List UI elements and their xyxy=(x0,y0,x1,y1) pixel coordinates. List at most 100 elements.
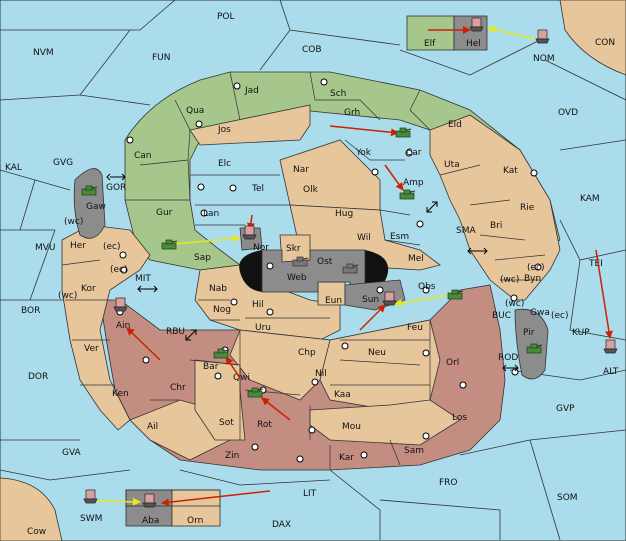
fleet-units xyxy=(83,17,618,508)
label-kat: Kat xyxy=(503,166,518,176)
label-chp: Chp xyxy=(298,348,316,358)
label-sap: Sap xyxy=(194,253,211,263)
label-eld: Eld xyxy=(448,120,462,130)
label-bar: Bar xyxy=(203,362,219,372)
label-wc3: (wc) xyxy=(58,291,77,301)
label-dax: DAX xyxy=(272,520,291,530)
label-gor: GOR xyxy=(106,183,126,193)
label-ec1: (ec) xyxy=(103,242,121,252)
label-amp: Amp xyxy=(403,178,424,188)
label-buc: BUC xyxy=(492,311,511,321)
label-kor: Kor xyxy=(81,284,96,294)
label-wil: Wil xyxy=(357,233,371,243)
label-gva: GVA xyxy=(62,448,82,458)
army-icon xyxy=(213,348,230,359)
label-can: Can xyxy=(134,151,152,161)
region-elf[interactable] xyxy=(406,15,455,51)
label-kal: KAL xyxy=(5,163,22,173)
label-nvm: NVM xyxy=(33,48,54,58)
label-nom: NOM xyxy=(533,54,555,64)
label-nor: Nor xyxy=(253,243,269,253)
label-kup: KUP xyxy=(572,328,590,338)
label-pol: POL xyxy=(217,12,235,22)
fleet-icon xyxy=(382,291,397,306)
label-ost: Ost xyxy=(317,257,333,267)
label-orl: Orl xyxy=(446,358,459,368)
label-bri: Bri xyxy=(490,221,502,231)
region-labels: POL NVM FUN COB CON NOM OVD KAM TEI KUP … xyxy=(5,12,619,537)
channel-arrows xyxy=(106,173,519,372)
label-aba: Aba xyxy=(142,516,159,526)
region-cow[interactable] xyxy=(0,477,63,541)
label-lit: LIT xyxy=(303,489,317,499)
label-tel: Tel xyxy=(251,184,264,194)
army-units xyxy=(81,127,543,398)
army-icon xyxy=(342,263,359,274)
label-hel: Hel xyxy=(466,39,481,49)
label-cob: COB xyxy=(302,45,322,55)
label-nog: Nog xyxy=(213,305,231,315)
region-gaw[interactable] xyxy=(73,168,106,239)
label-nar: Nar xyxy=(293,165,309,175)
label-mel: Mel xyxy=(408,254,424,264)
label-obs: Obs xyxy=(418,282,436,292)
label-wc2: (wc) xyxy=(500,275,519,285)
label-skr: Skr xyxy=(286,244,301,254)
label-rod: ROD xyxy=(498,353,518,363)
label-esm: Esm xyxy=(390,232,409,242)
label-kaa: Kaa xyxy=(334,390,351,400)
label-gur: Gur xyxy=(156,208,173,218)
label-her: Her xyxy=(70,241,86,251)
label-sot: Sot xyxy=(219,418,234,428)
label-orn: Orn xyxy=(187,516,203,526)
army-icon xyxy=(161,239,178,250)
region-orn[interactable] xyxy=(171,489,221,527)
label-kar: Kar xyxy=(339,453,354,463)
continent xyxy=(61,71,561,471)
label-tei: TEI xyxy=(588,259,603,269)
label-byn: Byn xyxy=(524,274,541,284)
label-cow: Cow xyxy=(27,527,46,537)
label-fro: FRO xyxy=(439,478,458,488)
label-ver: Ver xyxy=(84,344,99,354)
label-qwi: Qwi xyxy=(233,373,250,383)
label-nil: Nil xyxy=(315,369,327,379)
label-feu: Feu xyxy=(407,323,423,333)
label-wc1: (wc) xyxy=(64,217,83,227)
label-rot: Rot xyxy=(257,420,272,430)
label-dor: DOR xyxy=(28,372,48,382)
label-gaw: Gaw xyxy=(86,202,106,212)
label-mit: MIT xyxy=(135,274,151,284)
label-yok: Yok xyxy=(355,148,372,158)
label-gvg: GVG xyxy=(53,158,73,168)
label-hug: Hug xyxy=(335,209,353,219)
label-som: SOM xyxy=(557,493,578,503)
label-pir: Pir xyxy=(523,328,535,338)
label-gwa: Gwa xyxy=(530,308,550,318)
label-rie: Rie xyxy=(520,203,535,213)
fleet-icon xyxy=(469,17,484,32)
land-boundaries xyxy=(61,71,546,470)
army-icon xyxy=(247,387,264,398)
label-fun: FUN xyxy=(152,53,171,63)
label-olk: Olk xyxy=(303,185,319,195)
label-ain: Ain xyxy=(116,321,130,331)
supply-centers xyxy=(116,78,542,463)
label-lan: Lan xyxy=(203,209,219,219)
region-aba-top xyxy=(125,489,221,507)
label-uta: Uta xyxy=(444,160,460,170)
label-jad: Jad xyxy=(244,86,259,96)
label-ec3: (ec) xyxy=(110,265,128,275)
fleet-icon xyxy=(535,29,550,44)
label-gvp: GVP xyxy=(556,404,575,414)
army-icon xyxy=(399,189,416,200)
fleet-icon xyxy=(242,225,257,240)
label-bor: BOR xyxy=(21,306,40,316)
label-grh: Grh xyxy=(344,108,360,118)
label-mvu: MVU xyxy=(35,243,56,253)
label-ec2: (ec) xyxy=(527,263,545,273)
fleet-icon xyxy=(142,493,157,508)
label-wc4: (wc) xyxy=(505,299,524,309)
